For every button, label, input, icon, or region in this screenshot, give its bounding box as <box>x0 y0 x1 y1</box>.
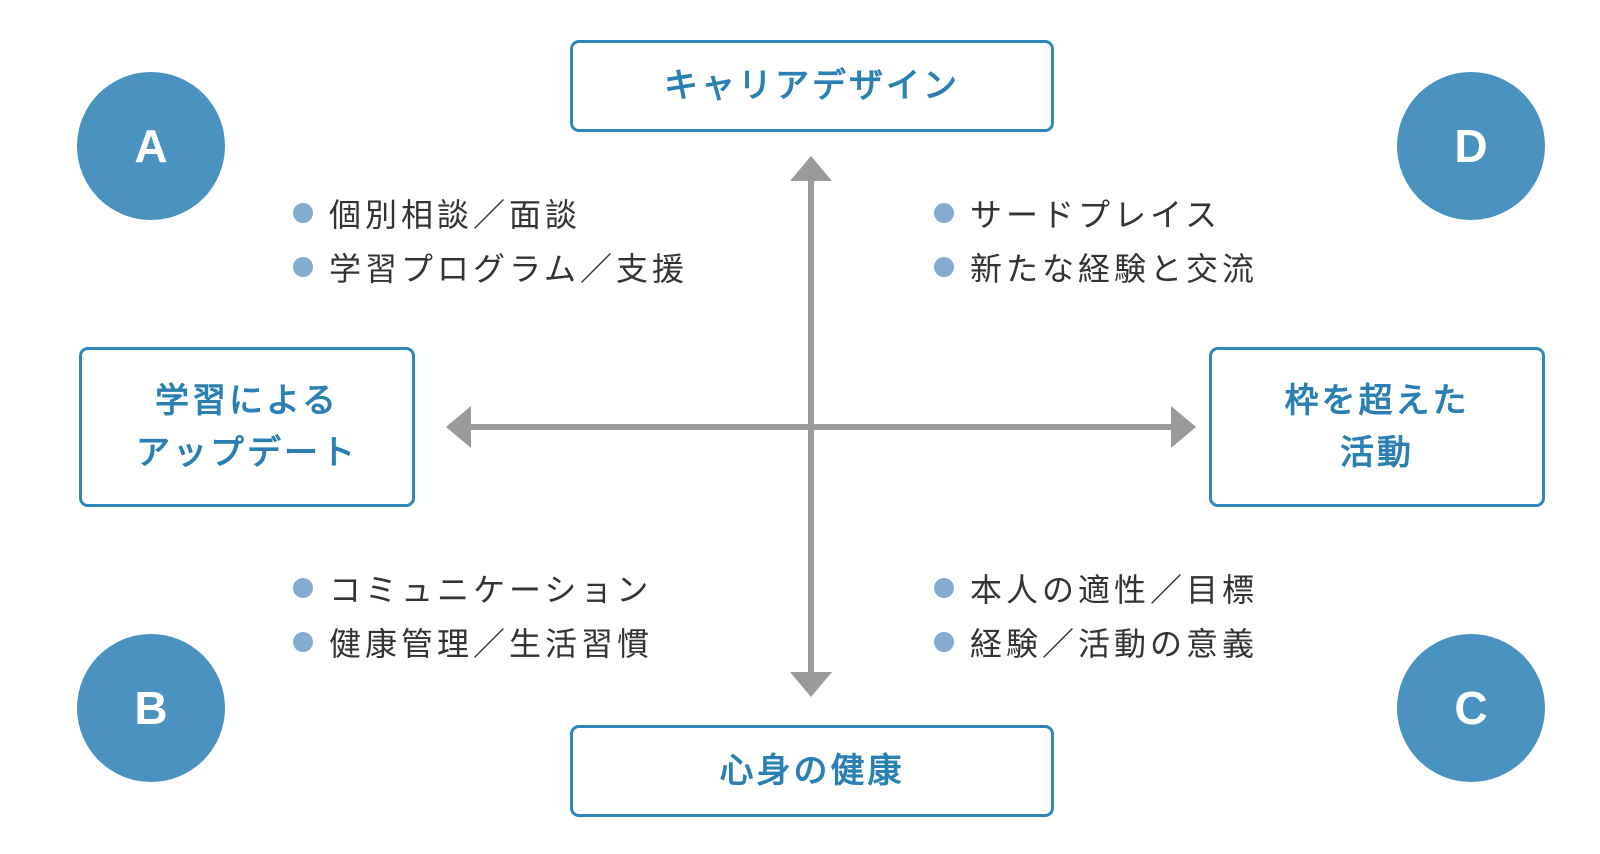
axis-label-bottom-text: 心身の健康 <box>719 751 905 791</box>
list-item-text: 健康管理／生活習慣 <box>329 625 654 663</box>
bullet-dot-icon <box>934 578 954 598</box>
list-item-text: 本人の適性／目標 <box>970 571 1259 609</box>
quadrant-d-badge: D <box>1397 72 1545 220</box>
arrow-left <box>446 406 471 448</box>
bullet-dot-icon <box>934 632 954 652</box>
bullet-dot-icon <box>293 203 313 223</box>
bullet-dot-icon <box>293 632 313 652</box>
quadrant-c-list: 本人の適性／目標 経験／活動の意義 <box>934 561 1258 669</box>
axis-label-top-text: キャリアデザイン <box>664 66 960 106</box>
bullet-dot-icon <box>293 578 313 598</box>
axis-label-right-line-1: 枠を超えた <box>1284 381 1470 421</box>
bullet-dot-icon <box>934 257 954 277</box>
list-item: 新たな経験と交流 <box>934 240 1258 294</box>
axis-label-career-design: キャリアデザイン <box>570 40 1054 132</box>
list-item-text: 個別相談／面談 <box>329 196 582 234</box>
list-item: 本人の適性／目標 <box>934 561 1258 615</box>
list-item-text: サードプレイス <box>970 196 1222 234</box>
bullet-dot-icon <box>934 203 954 223</box>
list-item: 学習プログラム／支援 <box>293 240 688 294</box>
axis-label-learning-update: 学習による アップデート <box>79 347 415 507</box>
axis-label-mind-body-health: 心身の健康 <box>570 725 1054 817</box>
bullet-dot-icon <box>293 257 313 277</box>
quadrant-a-list: 個別相談／面談 学習プログラム／支援 <box>293 186 688 294</box>
list-item-text: 新たな経験と交流 <box>970 250 1259 288</box>
axis-label-left-line-1: 学習による <box>155 381 339 421</box>
list-item: コミュニケーション <box>293 561 653 615</box>
quadrant-a-badge: A <box>77 72 225 220</box>
arrow-right <box>1171 406 1196 448</box>
list-item: 個別相談／面談 <box>293 186 688 240</box>
axis-label-left-line-2: アップデート <box>136 433 358 473</box>
list-item-text: 経験／活動の意義 <box>970 625 1259 663</box>
arrow-up <box>790 156 832 181</box>
arrow-down <box>790 672 832 697</box>
quadrant-b-list: コミュニケーション 健康管理／生活習慣 <box>293 561 653 669</box>
list-item: サードプレイス <box>934 186 1258 240</box>
list-item: 健康管理／生活習慣 <box>293 615 653 669</box>
list-item-text: コミュニケーション <box>329 571 653 609</box>
axis-label-beyond-boundaries: 枠を超えた 活動 <box>1209 347 1545 507</box>
list-item-text: 学習プログラム／支援 <box>329 250 689 288</box>
quadrant-b-badge: B <box>77 634 225 782</box>
horizontal-axis-line <box>468 424 1174 430</box>
quadrant-d-list: サードプレイス 新たな経験と交流 <box>934 186 1258 294</box>
quadrant-c-badge: C <box>1397 634 1545 782</box>
axis-label-right-line-2: 活動 <box>1340 433 1414 473</box>
list-item: 経験／活動の意義 <box>934 615 1258 669</box>
